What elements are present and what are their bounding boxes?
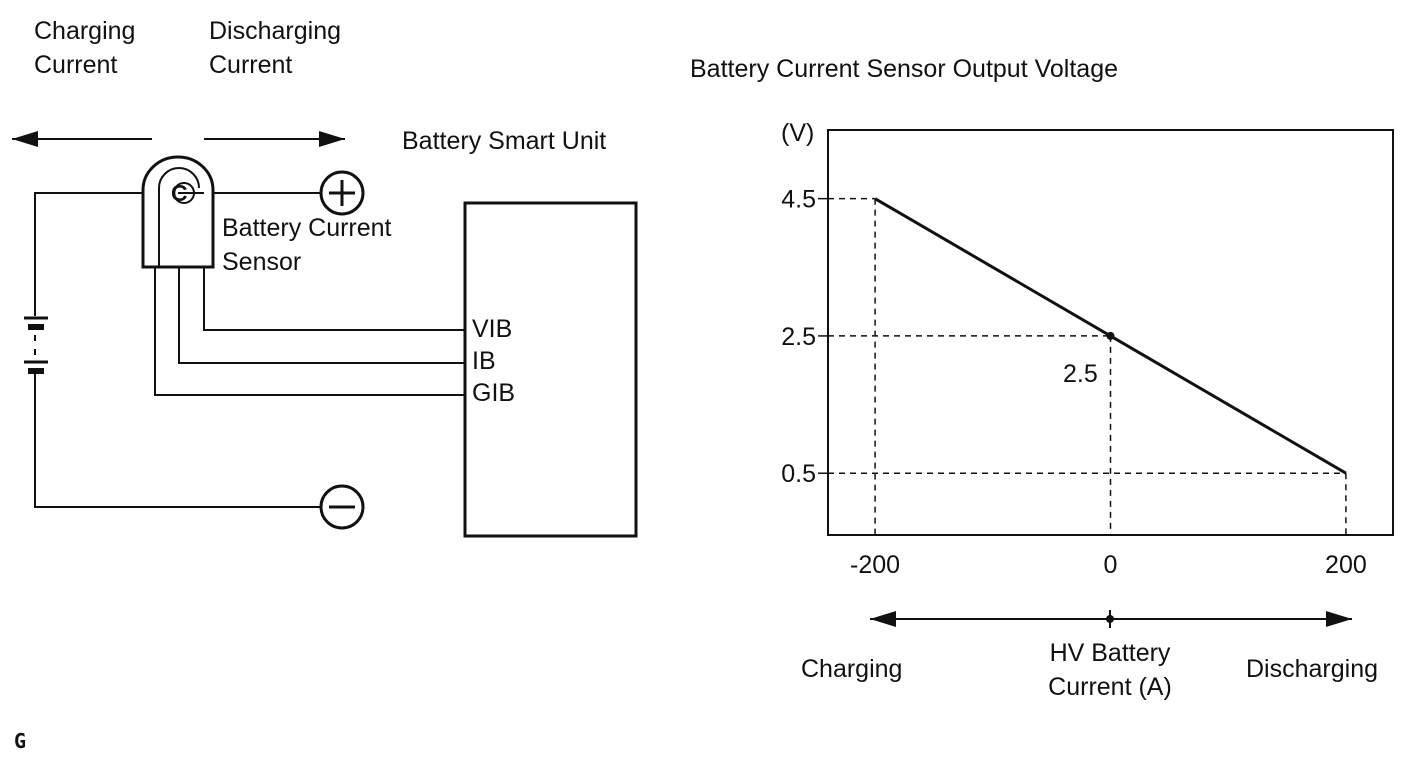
wire-ib xyxy=(178,267,465,364)
chart-y-ticks: 4.5 2.5 0.5 xyxy=(781,186,828,488)
corner-mark: G xyxy=(14,729,27,753)
battery-smart-unit-title: Battery Smart Unit xyxy=(402,127,607,155)
battery-current-sensor-label: Battery Current Sensor xyxy=(222,214,392,276)
x-tick-label-2: 200 xyxy=(1325,551,1367,579)
x-axis-label: HV Battery Current (A) xyxy=(1048,639,1172,701)
pin-vib: VIB xyxy=(472,315,513,343)
discharging-current-label: Discharging Current xyxy=(209,17,342,79)
battery-icon xyxy=(24,316,48,374)
chart-x-ticks: -200 0 200 xyxy=(850,551,1367,579)
charging-arrowhead xyxy=(12,131,38,147)
wire-vib xyxy=(203,267,465,331)
point-annotation: 2.5 xyxy=(1063,360,1098,388)
direction-left-arrowhead xyxy=(870,611,896,627)
battery-positive-cable xyxy=(34,192,148,316)
chart-guides xyxy=(828,197,1347,535)
series-point-mid xyxy=(1106,331,1115,340)
y-tick-label-0: 4.5 xyxy=(781,186,816,214)
negative-terminal-icon xyxy=(319,484,365,530)
wire-gib xyxy=(154,267,465,396)
y-tick-label-1: 2.5 xyxy=(781,323,816,351)
direction-left-label: Charging xyxy=(801,655,903,683)
pin-gib: GIB xyxy=(472,379,516,407)
sensor-symbol: C xyxy=(171,180,188,206)
pin-ib: IB xyxy=(472,347,496,375)
positive-terminal-icon xyxy=(319,170,365,216)
y-tick-label-2: 0.5 xyxy=(781,460,816,488)
battery-smart-unit-box xyxy=(463,201,638,538)
direction-right-label: Discharging xyxy=(1246,655,1379,683)
chart-series xyxy=(874,197,1347,475)
direction-right-arrowhead xyxy=(1326,611,1352,627)
battery-negative-cable xyxy=(34,372,320,508)
x-tick-label-0: -200 xyxy=(850,551,900,579)
charging-current-label: Charging Current xyxy=(34,17,136,79)
discharging-arrowhead xyxy=(319,131,345,147)
current-sensor-icon xyxy=(141,155,215,269)
x-tick-label-1: 0 xyxy=(1104,551,1118,579)
y-axis-unit-label: (V) xyxy=(781,119,815,147)
chart-title: Battery Current Sensor Output Voltage xyxy=(690,55,1119,83)
